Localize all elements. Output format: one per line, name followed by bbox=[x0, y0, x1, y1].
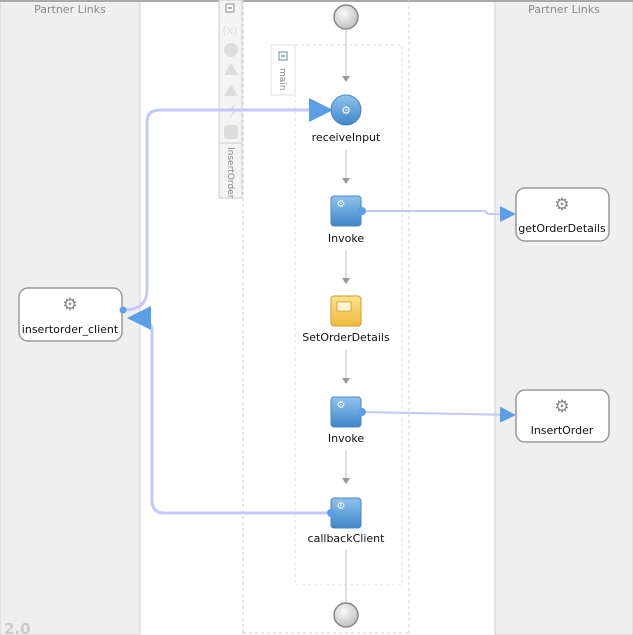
activity-invoke-2[interactable]: ⚙ Invoke bbox=[328, 396, 366, 445]
service-gear-icon: ⚙ bbox=[62, 295, 77, 315]
left-lane-title: Partner Links bbox=[34, 3, 106, 16]
partner-link-getorderdetails[interactable]: ⚙ getOrderDetails bbox=[515, 187, 610, 242]
partner-link-label: InsertOrder bbox=[531, 424, 594, 437]
wire-callback-to-client[interactable] bbox=[127, 306, 331, 515]
activity-label: Invoke bbox=[328, 432, 364, 445]
activity-callbackclient[interactable]: ⚙ callbackClient bbox=[308, 497, 386, 545]
activity-setorderdetails[interactable]: SetOrderDetails bbox=[302, 295, 390, 344]
partner-link-label: getOrderDetails bbox=[518, 222, 606, 235]
wire-invoke-to-getorderdetails[interactable] bbox=[362, 206, 516, 222]
wire-invoke-to-insertorder[interactable] bbox=[361, 406, 516, 423]
activity-label: receiveInput bbox=[312, 131, 381, 144]
sequence-tab: main bbox=[270, 44, 296, 96]
service-gear-icon: ⚙ bbox=[554, 397, 569, 417]
partner-link-insertorder[interactable]: ⚙ InsertOrder bbox=[515, 389, 610, 443]
partner-link-insertorder-client[interactable]: ⚙ insertorder_client bbox=[18, 287, 127, 342]
assign-icon bbox=[336, 301, 352, 312]
sequence-label: main bbox=[277, 68, 287, 91]
version-label: 2.0 bbox=[4, 620, 31, 635]
service-gear-icon: ⚙ bbox=[554, 195, 569, 215]
activity-invoke[interactable]: ⚙ Invoke bbox=[328, 195, 366, 245]
correlation-icon[interactable] bbox=[224, 125, 238, 139]
fault-handler-icon[interactable] bbox=[224, 43, 238, 57]
start-node[interactable] bbox=[333, 4, 359, 30]
compensation-icon[interactable] bbox=[224, 84, 238, 96]
activity-receiveinput[interactable]: ⚙ receiveInput bbox=[312, 94, 381, 144]
activity-label: callbackClient bbox=[308, 532, 386, 545]
end-node[interactable] bbox=[333, 602, 359, 628]
gear-icon: ⚙ bbox=[337, 400, 346, 411]
right-partner-lane bbox=[494, 0, 633, 635]
scope-label: InsertOrder bbox=[225, 147, 235, 199]
partner-link-label: insertorder_client bbox=[22, 323, 119, 336]
activity-label: SetOrderDetails bbox=[302, 331, 390, 344]
scope-toolbar: (x) InsertOrder bbox=[218, 0, 243, 199]
gear-icon: ⚙ bbox=[337, 501, 346, 512]
right-lane-title: Partner Links bbox=[528, 3, 600, 16]
event-handler-icon[interactable] bbox=[224, 63, 238, 75]
gear-icon: ⚙ bbox=[337, 199, 346, 210]
activity-label: Invoke bbox=[328, 232, 364, 245]
variables-icon[interactable]: (x) bbox=[222, 24, 237, 37]
gear-icon: ⚙ bbox=[341, 104, 351, 117]
